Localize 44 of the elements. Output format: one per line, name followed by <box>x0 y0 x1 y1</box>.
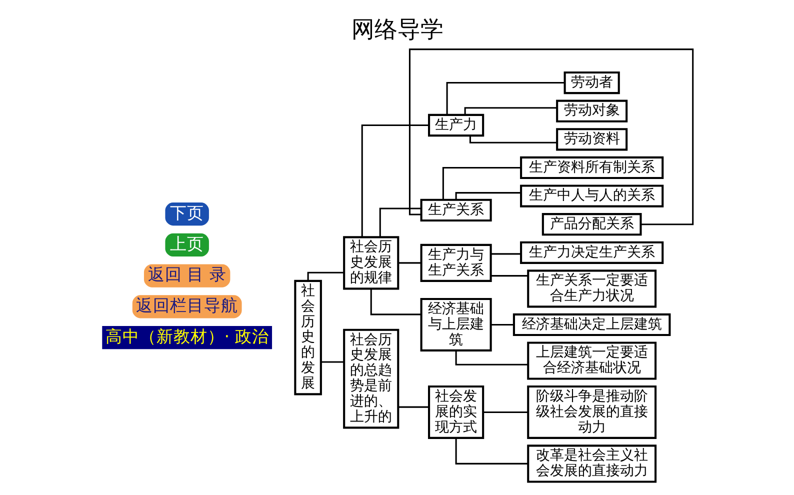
connector <box>442 166 520 200</box>
connector <box>408 48 694 226</box>
node-box: 社会历史发展的规律 <box>342 236 399 290</box>
node-box: 经济基础决定上层建筑 <box>512 313 670 336</box>
connector <box>482 411 528 413</box>
connector <box>378 208 421 237</box>
connector <box>454 438 528 464</box>
diagram-title: 网络导学 <box>351 16 443 43</box>
label: 上页 <box>170 233 204 254</box>
node-box: 社会历史的发展 <box>294 280 322 396</box>
node-box: 生产资料所有制关系 <box>520 156 664 180</box>
node-box: 生产关系一定要适合生产力状况 <box>526 270 656 308</box>
connector <box>490 324 514 326</box>
node-box: 劳动对象 <box>556 100 628 122</box>
node-box: 劳动者 <box>563 71 620 94</box>
node-box: 生产力 <box>428 114 484 137</box>
label: 返回 目 录 <box>147 264 226 284</box>
node-box: 劳动资料 <box>556 128 628 151</box>
connector <box>464 107 556 115</box>
node-box: 产品分配关系 <box>541 213 642 236</box>
label: 高中（新教材）· 政治 <box>104 326 268 346</box>
connector <box>320 361 344 363</box>
connector <box>360 124 428 238</box>
label: 下页 <box>170 202 204 222</box>
node-box: 社会历史发展的总趋势是前进的、上升的 <box>342 328 399 429</box>
node-box: 改革是社会主义社会发展的直接动力 <box>526 444 656 483</box>
connector <box>490 275 528 277</box>
connector <box>398 406 428 408</box>
connector <box>468 136 556 144</box>
node-box: 生产力决定生产关系 <box>520 241 664 264</box>
node-box: 经济基础与上层建筑 <box>420 298 492 352</box>
node-box: 生产力与生产关系 <box>420 244 492 282</box>
connector <box>370 289 420 316</box>
node-box: 生产中人与人的关系 <box>520 184 664 208</box>
node-box: 生产关系 <box>420 198 492 222</box>
label: 返回栏目导航 <box>136 295 238 316</box>
node-box: 社会发展的实现方式 <box>428 385 484 439</box>
connector <box>398 262 420 264</box>
connector <box>446 82 564 115</box>
connector <box>490 253 520 255</box>
connector <box>454 192 520 200</box>
connector <box>306 272 344 281</box>
node-box: 上层建筑一定要适合经济基础状况 <box>526 342 656 380</box>
node-box: 阶级斗争是推动阶级社会发展的直接动力 <box>526 385 656 439</box>
